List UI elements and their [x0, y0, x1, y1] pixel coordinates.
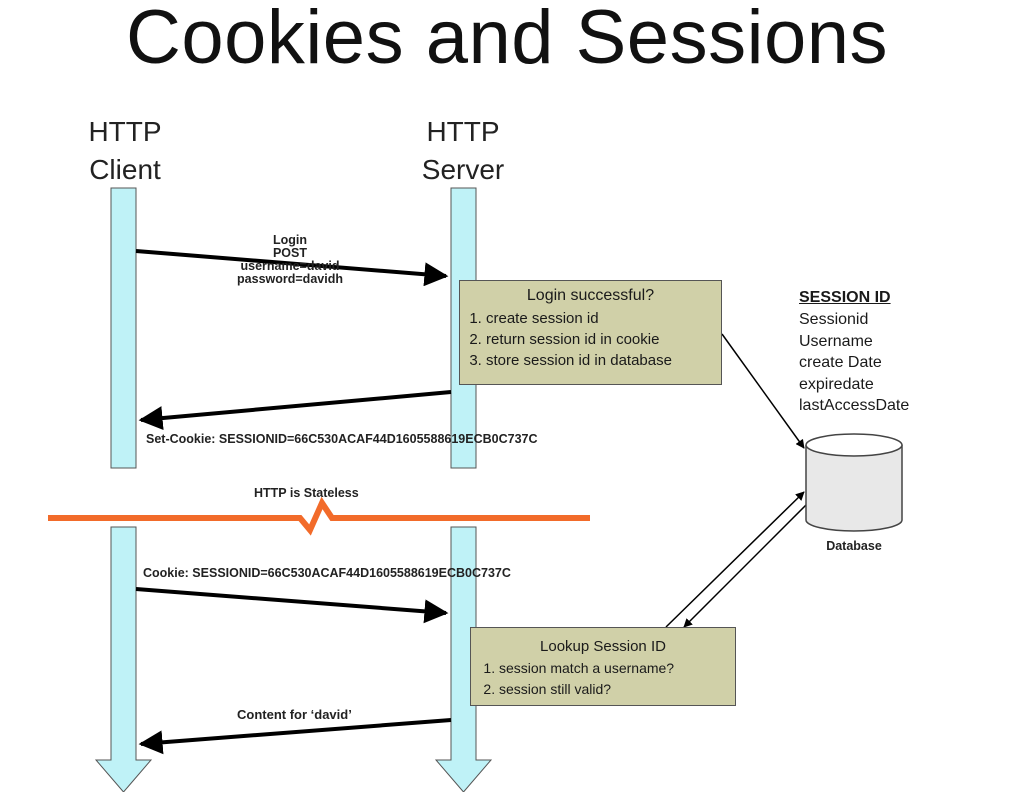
database-label: Database — [826, 539, 882, 553]
cookie-request-arrow — [135, 587, 449, 624]
server-actor-line1: HTTP — [426, 116, 500, 147]
login-request-line: username=david — [240, 259, 340, 273]
stateless-break-line — [48, 496, 590, 536]
lookup-query-arrow — [665, 491, 805, 628]
set-cookie-arrow — [138, 390, 452, 431]
lookup-box-step: session still valid? — [499, 679, 735, 700]
schema-title: SESSION ID — [799, 289, 891, 306]
lookup-box-step: session match a username? — [499, 658, 735, 679]
server-actor-label: HTTP Server — [403, 113, 523, 189]
database-icon — [805, 433, 903, 532]
schema-field: expiredate — [799, 375, 874, 393]
lookup-result-arrow — [683, 504, 807, 628]
login-request-line: POST — [272, 246, 308, 260]
cookie-label: Cookie: SESSIONID=66C530ACAF44D160558861… — [143, 566, 511, 580]
schema-field: Username — [799, 332, 873, 350]
login-box-step: create session id — [486, 308, 721, 329]
login-request-arrow — [135, 249, 449, 287]
client-actor-line2: Client — [89, 154, 161, 185]
session-id-schema: SESSION ID Sessionid Username create Dat… — [799, 287, 909, 417]
content-label: Content for ‘david’ — [237, 707, 352, 722]
lookup-box-title: Lookup Session ID — [540, 638, 666, 655]
lookup-box-steps: session match a username? session still … — [471, 658, 735, 700]
login-request-line: Login — [272, 233, 307, 247]
set-cookie-label: Set-Cookie: SESSIONID=66C530ACAF44D16055… — [146, 432, 538, 446]
schema-field: lastAccessDate — [799, 397, 910, 414]
schema-field: Sessionid — [799, 311, 869, 328]
login-request-line: password=davidh — [237, 272, 343, 286]
client-actor-label: HTTP Client — [70, 113, 180, 189]
login-box-title: Login successful? — [526, 287, 655, 304]
login-successful-box: Login successful? create session id retu… — [459, 280, 722, 385]
login-box-step: store session id in database — [486, 350, 721, 371]
login-request-label: Login POST username=david password=david… — [220, 234, 360, 286]
lookup-session-box: Lookup Session ID session match a userna… — [470, 627, 736, 706]
content-response-arrow — [138, 718, 452, 755]
login-box-steps: create session id return session id in c… — [460, 308, 721, 371]
page-title: Cookies and Sessions — [126, 0, 888, 80]
schema-field: create Date — [799, 354, 882, 371]
client-actor-line1: HTTP — [88, 116, 162, 147]
server-actor-line2: Server — [421, 154, 505, 185]
stateless-label: HTTP is Stateless — [254, 486, 359, 500]
client-lifeline — [94, 187, 153, 792]
store-session-arrow — [721, 333, 805, 449]
login-box-step: return session id in cookie — [486, 329, 721, 350]
